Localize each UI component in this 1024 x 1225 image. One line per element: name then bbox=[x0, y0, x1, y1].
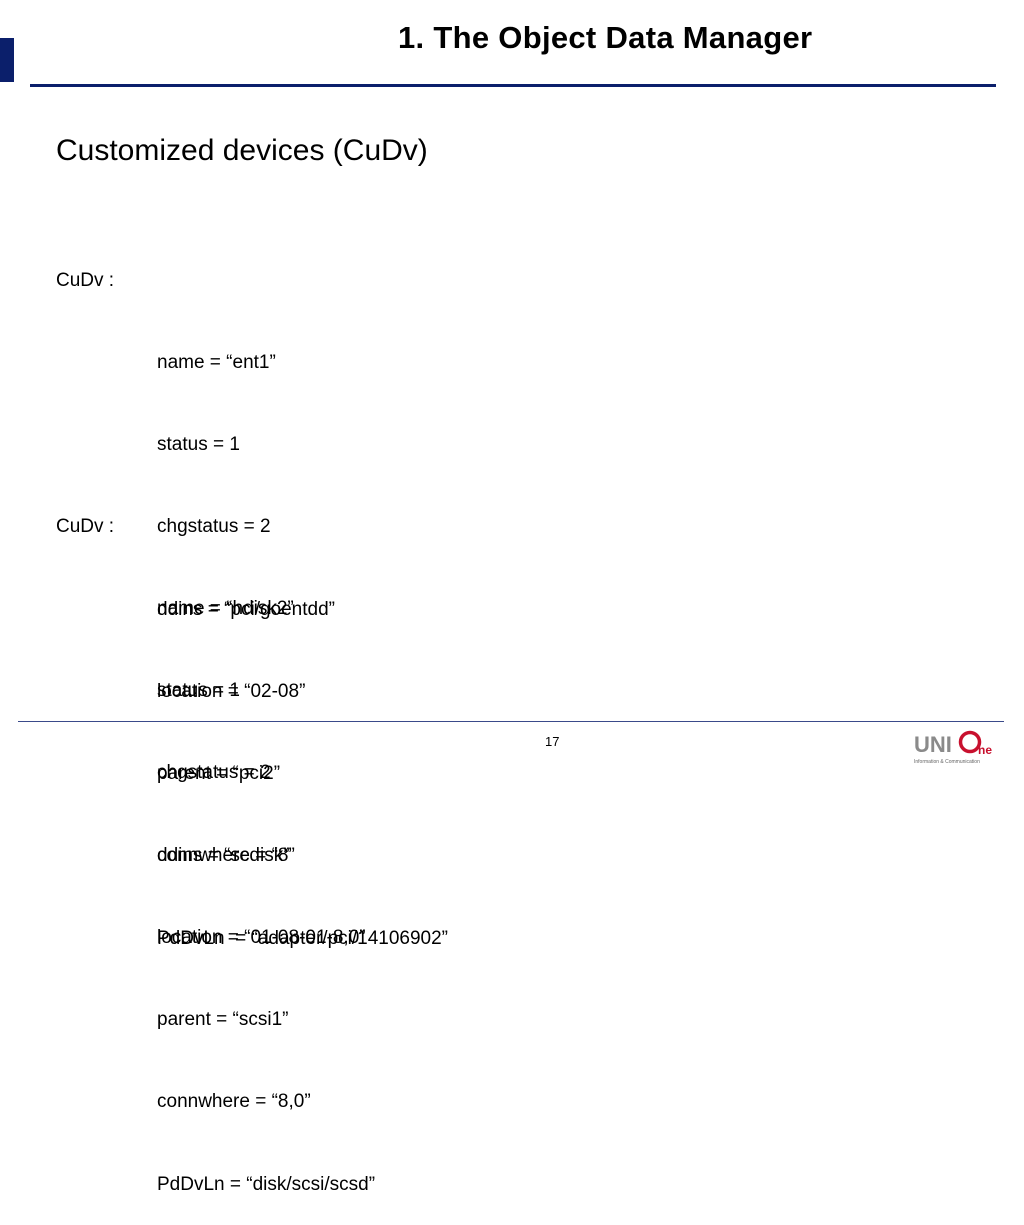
logo-tagline: Information & Communication bbox=[914, 759, 980, 765]
title-divider bbox=[30, 84, 996, 87]
field-pddvln: PdDvLn = “disk/scsi/scsd” bbox=[157, 1173, 376, 1195]
field-ddins: ddins = “scdisk” bbox=[157, 844, 290, 866]
slide-title: 1. The Object Data Manager bbox=[398, 20, 813, 55]
cudv-record-hdisk2: CuDv : name = “hdisk2” status = 1 chgsta… bbox=[56, 458, 375, 1225]
field-parent: parent = “scsi1” bbox=[157, 1009, 289, 1031]
field-location: location = “02-08” bbox=[157, 680, 306, 702]
logo-ring-icon bbox=[958, 730, 982, 754]
logo-brand-text: UNI bbox=[914, 732, 952, 757]
record-header: CuDv : bbox=[56, 515, 115, 537]
section-heading: Customized devices (CuDv) bbox=[56, 134, 428, 167]
logo-brand-suffix: ne bbox=[978, 743, 992, 757]
field-location: location = “01-08-01-8,0” bbox=[157, 926, 366, 948]
unione-logo: UNI ne Information & Communication bbox=[914, 730, 992, 765]
page-number: 17 bbox=[545, 734, 560, 749]
field-chgstatus: chgstatus = 2 bbox=[157, 762, 271, 784]
footer-divider bbox=[18, 721, 1004, 722]
field-name: name = “ent1” bbox=[157, 352, 276, 374]
field-name: name = “hdisk2” bbox=[157, 598, 294, 620]
record-header: CuDv : bbox=[56, 269, 115, 291]
field-status: status = 1 bbox=[157, 680, 240, 702]
field-status: status = 1 bbox=[157, 434, 240, 456]
field-connwhere: connwhere = “8,0” bbox=[157, 1091, 311, 1113]
field-chgstatus: chgstatus = 2 bbox=[157, 516, 271, 538]
field-ddins: ddins = “pci/goentdd” bbox=[157, 598, 335, 620]
title-accent-bar bbox=[0, 38, 14, 82]
